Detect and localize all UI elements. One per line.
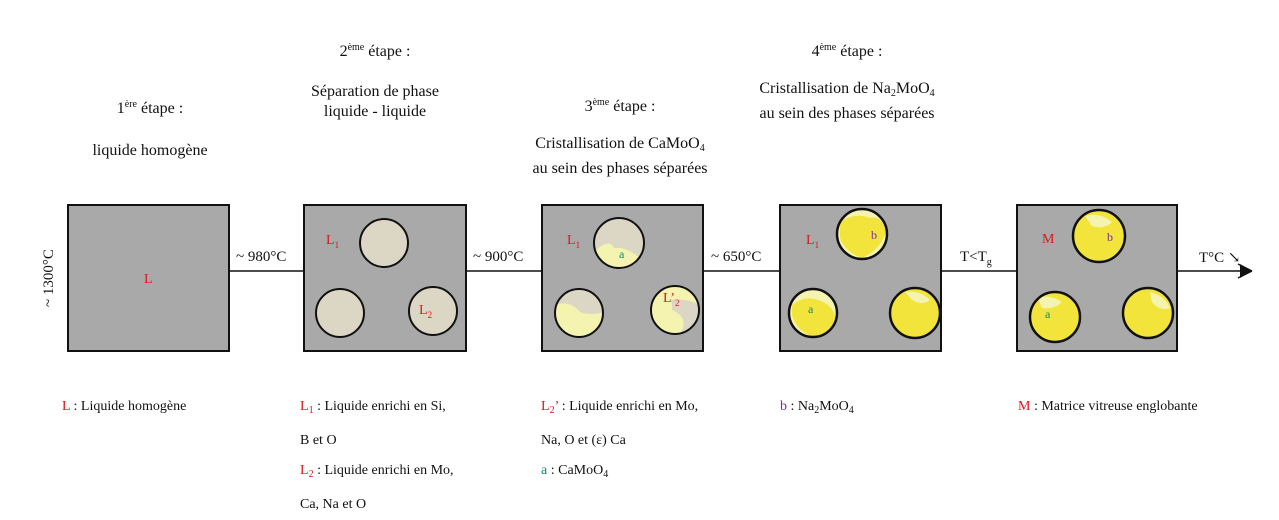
label-L2-prime: L’2 — [663, 291, 679, 308]
axis-arrowhead — [1240, 264, 1252, 278]
stage-1-title: 1ère étape : liquide homogène — [92, 99, 208, 159]
droplet — [359, 218, 409, 268]
droplet — [1121, 286, 1175, 340]
temp-decreasing: T°C ↘ — [1199, 250, 1241, 266]
temp-900: ~ 900°C — [473, 249, 524, 265]
droplet — [593, 217, 645, 269]
temp-tg: T<Tg — [960, 249, 992, 268]
label-L1: L1 — [326, 233, 339, 250]
stage-2-title: 2ème étape : Séparation de phase liquide… — [311, 42, 439, 120]
droplet — [787, 287, 839, 339]
label-b: b — [1107, 230, 1113, 244]
temp-650: ~ 650°C — [711, 249, 762, 265]
stage-4-title: 4ème étape : Cristallisation de Na2MoO4 … — [759, 42, 935, 122]
stage-1-box — [67, 204, 230, 352]
temp-980: ~ 980°C — [236, 249, 287, 265]
legend-L: L : Liquide homogène — [62, 399, 187, 414]
label-M: M — [1042, 232, 1055, 247]
label-a: a — [808, 302, 814, 316]
stage-3-title: 3ème étape : Cristallisation de CaMoO4 a… — [532, 97, 708, 177]
droplet — [408, 286, 458, 336]
droplet — [1071, 208, 1127, 264]
legend-L2prime-a: L2’ : Liquide enrichi en Mo, Na, O et (ε… — [541, 399, 699, 480]
label-L1: L1 — [806, 233, 819, 250]
label-a: a — [1045, 307, 1051, 321]
droplet — [835, 207, 889, 261]
label-L: L — [144, 272, 153, 287]
droplet — [315, 288, 365, 338]
droplet — [650, 285, 700, 335]
droplet — [888, 286, 942, 340]
droplet — [554, 288, 604, 338]
droplet — [1028, 290, 1082, 344]
start-temperature: ~ 1300°C — [41, 249, 57, 307]
legend-b: b : Na2MoO4 — [780, 399, 854, 416]
label-b: b — [871, 228, 877, 242]
label-L2: L2 — [419, 303, 432, 320]
process-diagram: L L1 L2 L1 a L’2 L1 b a M b a ~ 1300°C — [41, 204, 1253, 352]
legend-L1-L2: L1 : Liquide enrichi en Si, B et O L2 : … — [300, 399, 454, 512]
legend-M: M : Matrice vitreuse englobante — [1018, 399, 1198, 414]
label-a: a — [619, 247, 625, 261]
label-L1: L1 — [567, 233, 580, 250]
